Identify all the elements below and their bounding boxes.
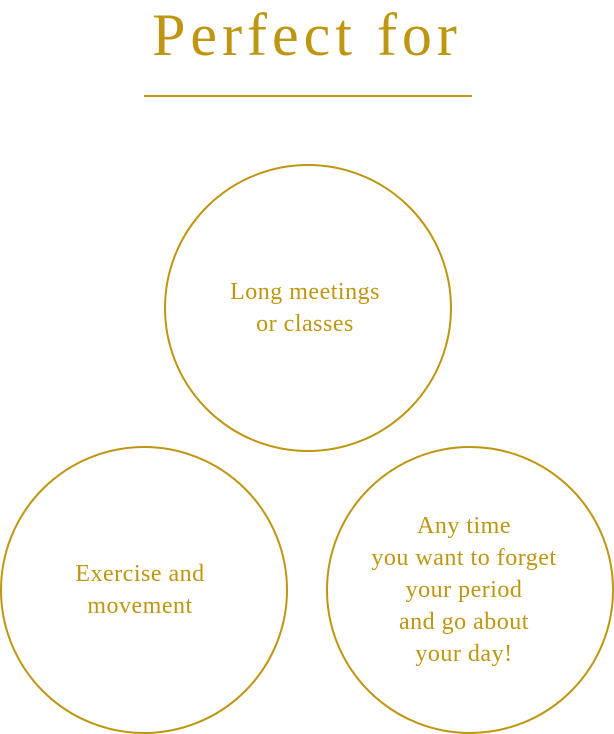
use-case-label: Any time you want to forget your period … bbox=[371, 513, 557, 667]
use-case-label: Exercise and movement bbox=[75, 561, 205, 619]
use-case-label: Long meetings or classes bbox=[230, 279, 380, 337]
use-case-circle-meetings: Long meetings or classes bbox=[164, 164, 452, 452]
use-case-circle-exercise: Exercise and movement bbox=[0, 446, 288, 734]
title-divider bbox=[144, 95, 472, 97]
use-case-circle-any-time: Any time you want to forget your period … bbox=[326, 446, 614, 734]
section-title: Perfect for bbox=[152, 2, 462, 68]
